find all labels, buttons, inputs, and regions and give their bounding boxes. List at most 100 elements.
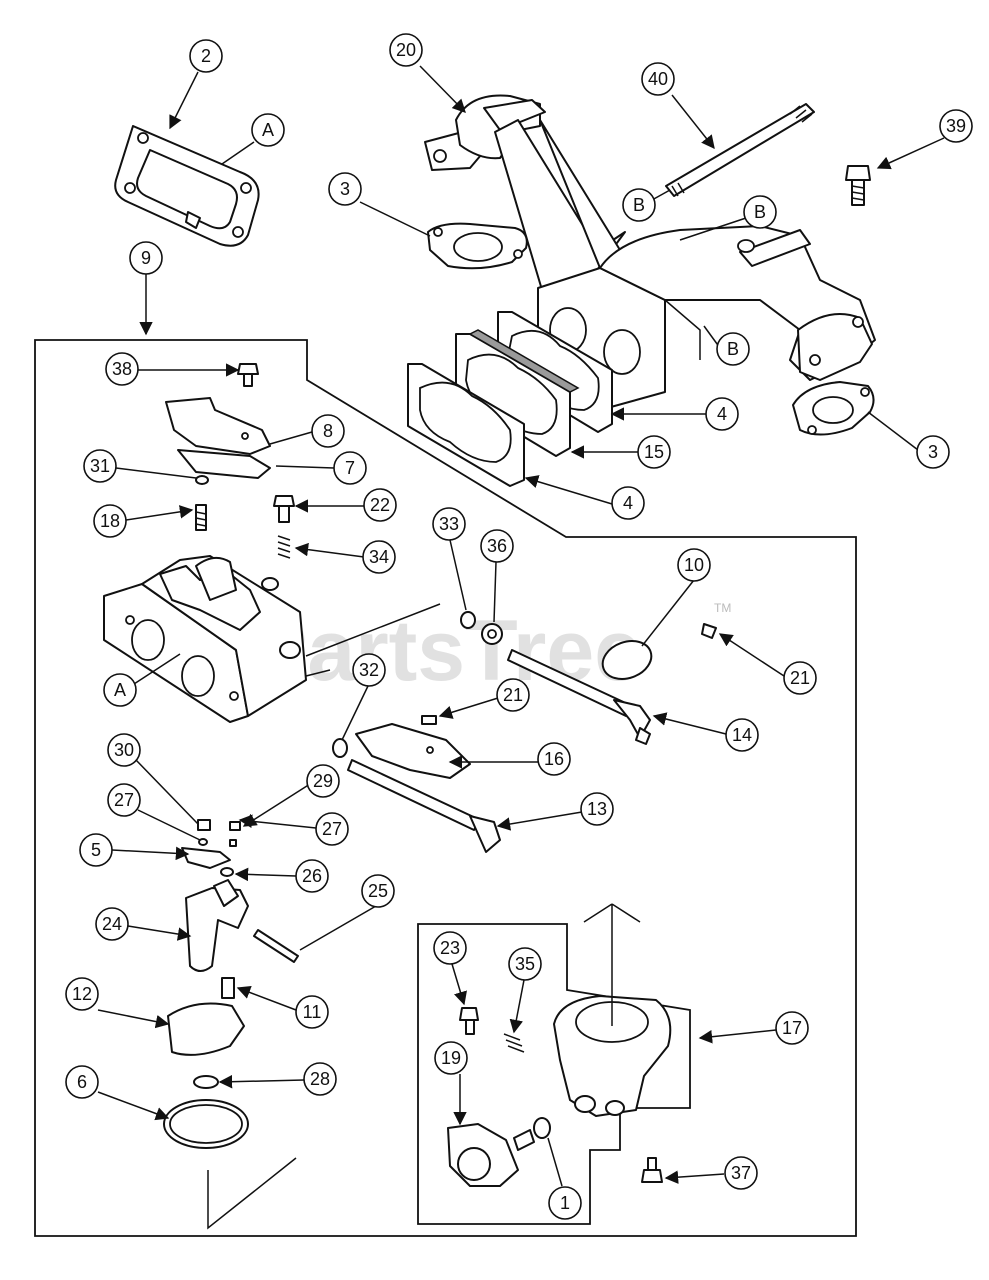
- throttle-shaft-part: [347, 759, 501, 853]
- callout-11: 11: [295, 995, 329, 1029]
- callout-38-label: 38: [112, 359, 132, 379]
- choke-plate-screw-part: [701, 623, 717, 639]
- cover-plate-part: [165, 397, 271, 455]
- callout-17-label: 17: [782, 1018, 802, 1038]
- callout-16-label: 16: [544, 749, 564, 769]
- o-ring-27-part: [198, 838, 237, 847]
- callout-26-label: 26: [302, 866, 322, 886]
- callout-6: 6: [65, 1065, 99, 1099]
- mounting-stud-part: [665, 103, 815, 197]
- callout-21-choke: 21: [783, 661, 817, 695]
- o-ring-26-part: [220, 867, 234, 877]
- leader-lines: [97, 65, 945, 1187]
- hex-bolt-part: [845, 165, 871, 206]
- callout-31: 31: [83, 449, 117, 483]
- float-bowl-12-part: [167, 1002, 245, 1056]
- elbow-gasket-right-part: [792, 381, 875, 436]
- callout-27-right-label: 27: [322, 819, 342, 839]
- callout-33-label: 33: [439, 514, 459, 534]
- callout-30-label: 30: [114, 740, 134, 760]
- throttle-plate-screw-part: [421, 715, 437, 725]
- callout-18: 18: [93, 504, 127, 538]
- intake-manifold-part: [537, 225, 876, 411]
- callout-12-label: 12: [72, 984, 92, 1004]
- callout-9-label: 9: [141, 248, 151, 268]
- drain-screw-37-part: [641, 1157, 663, 1183]
- callout-4-rear-label: 4: [717, 404, 727, 424]
- main-jet-30-part: [197, 819, 211, 831]
- callout-B-manifold-label: B: [754, 202, 766, 222]
- callout-B-lower-label: B: [727, 339, 739, 359]
- callout-11-label: 11: [303, 1002, 322, 1022]
- callout-29: 29: [306, 764, 340, 798]
- fuel-solenoid-19-part: [447, 1123, 535, 1187]
- callout-35: 35: [508, 947, 542, 981]
- callout-36: 36: [480, 529, 514, 563]
- intake-gasket-part: [114, 125, 260, 247]
- elbow-gasket-upper-part: [427, 222, 528, 270]
- callout-3-upper-label: 3: [340, 179, 350, 199]
- callout-3-right: 3: [916, 435, 950, 469]
- callout-15: 15: [637, 435, 671, 469]
- callout-7: 7: [333, 451, 367, 485]
- callout-40: 40: [641, 62, 675, 96]
- callout-34-label: 34: [369, 547, 389, 567]
- float-bowl-17-part: [553, 903, 672, 1117]
- choke-valve-part: [601, 640, 653, 680]
- callout-20: 20: [389, 33, 423, 67]
- callout-A-body: A: [103, 673, 137, 707]
- bowl-gasket-6-part: [163, 1099, 249, 1149]
- choke-screw-part: [237, 363, 259, 387]
- callout-37-label: 37: [731, 1163, 751, 1183]
- callout-A-body-label: A: [114, 680, 126, 700]
- callout-26: 26: [295, 859, 329, 893]
- washer-33-part: [460, 611, 476, 629]
- callout-A-gasket-label: A: [262, 120, 274, 140]
- callout-10: 10: [677, 548, 711, 582]
- callout-8-label: 8: [323, 421, 333, 441]
- callout-4-rear: 4: [705, 397, 739, 431]
- callout-37: 37: [724, 1156, 758, 1190]
- callout-7-label: 7: [345, 458, 355, 478]
- callout-3-right-label: 3: [928, 442, 938, 462]
- callout-2-label: 2: [201, 46, 211, 66]
- float-24-part: [185, 879, 249, 972]
- callout-19: 19: [434, 1041, 468, 1075]
- callout-27-left: 27: [107, 783, 141, 817]
- throttle-stop-screw-part: [273, 495, 295, 523]
- pilot-screw-part: [195, 504, 207, 531]
- callout-34: 34: [362, 540, 396, 574]
- callout-10-label: 10: [684, 555, 704, 575]
- callout-4-front-label: 4: [623, 493, 633, 513]
- seal-36-part: [481, 623, 503, 645]
- callout-32: 32: [352, 653, 386, 687]
- screw-23-part: [459, 1007, 479, 1035]
- callout-13-label: 13: [587, 799, 607, 819]
- callout-1: 1: [548, 1186, 582, 1220]
- o-ring-small-part: [195, 475, 209, 485]
- choke-shaft-part: [507, 649, 651, 745]
- callout-12: 12: [65, 977, 99, 1011]
- callout-35-label: 35: [515, 954, 535, 974]
- callout-28: 28: [303, 1062, 337, 1096]
- callout-25: 25: [361, 874, 395, 908]
- callout-39-label: 39: [946, 116, 966, 136]
- washer-1-part: [533, 1117, 551, 1139]
- carburetor-assembly-frame: [34, 339, 857, 1237]
- callout-21-choke-label: 21: [790, 668, 810, 688]
- jet-29-part: [229, 821, 241, 831]
- bowl-guide-lines: [207, 1157, 297, 1230]
- callout-9: 9: [129, 241, 163, 275]
- callout-5-label: 5: [91, 840, 101, 860]
- callout-1-label: 1: [560, 1193, 570, 1213]
- carburetor-gasket-front-part: [407, 363, 525, 487]
- carburetor-body-part: [103, 555, 441, 723]
- callout-18-label: 18: [100, 511, 120, 531]
- callout-27-left-label: 27: [114, 790, 134, 810]
- callout-36-label: 36: [487, 536, 507, 556]
- callout-6-label: 6: [77, 1072, 87, 1092]
- watermark-trademark: TM: [714, 601, 731, 615]
- cover-gasket-part: [177, 449, 271, 479]
- callout-3-upper: 3: [328, 172, 362, 206]
